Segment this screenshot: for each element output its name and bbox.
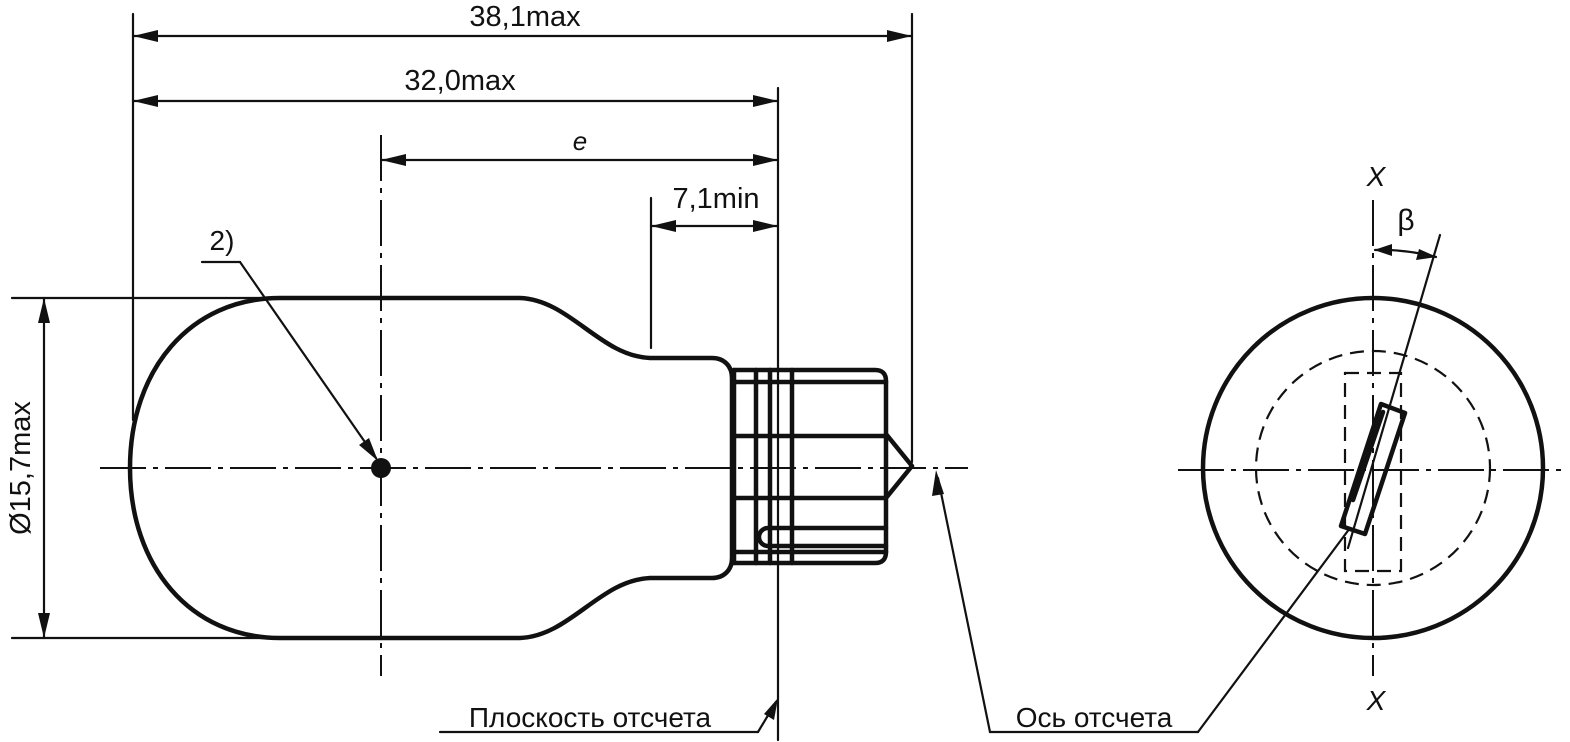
light-centre-distance-label: e [573,126,587,156]
bulb-diameter-label: Ø15,7max [5,401,37,535]
reference-axis-label: Ось отсчета [1016,702,1173,733]
dimension-reference-plane-length: 32,0max [131,65,780,107]
bulb-outline [127,295,735,641]
dimension-bulb-diameter: Ø15,7max [5,296,50,640]
filament-note-label: 2) [210,225,235,256]
cap-min-length-label: 7,1min [672,183,759,215]
lamp-cap [731,367,915,566]
callout-reference-plane: Плоскость отсчета [438,698,778,734]
callout-filament-note: 2) [200,225,378,461]
end-view-axis-top-label: X [1366,161,1387,192]
end-view-axis-bottom-label: X [1366,685,1387,716]
filament-axis-line [1346,233,1442,550]
end-view: X X β [1178,161,1568,716]
side-view [10,12,968,742]
filament-body [1338,401,1408,537]
callout-reference-axis: Ось отсчета [932,470,1352,734]
dimension-light-centre-distance: e [379,126,780,166]
dimension-overall-length: 38,1max [131,1,914,42]
beta-angle-label: β [1397,204,1414,237]
reference-plane-length-label: 32,0max [404,65,516,97]
dimension-cap-min-length: 7,1min [649,183,780,232]
overall-length-label: 38,1max [469,1,581,33]
reference-plane-label: Плоскость отсчета [469,702,712,733]
